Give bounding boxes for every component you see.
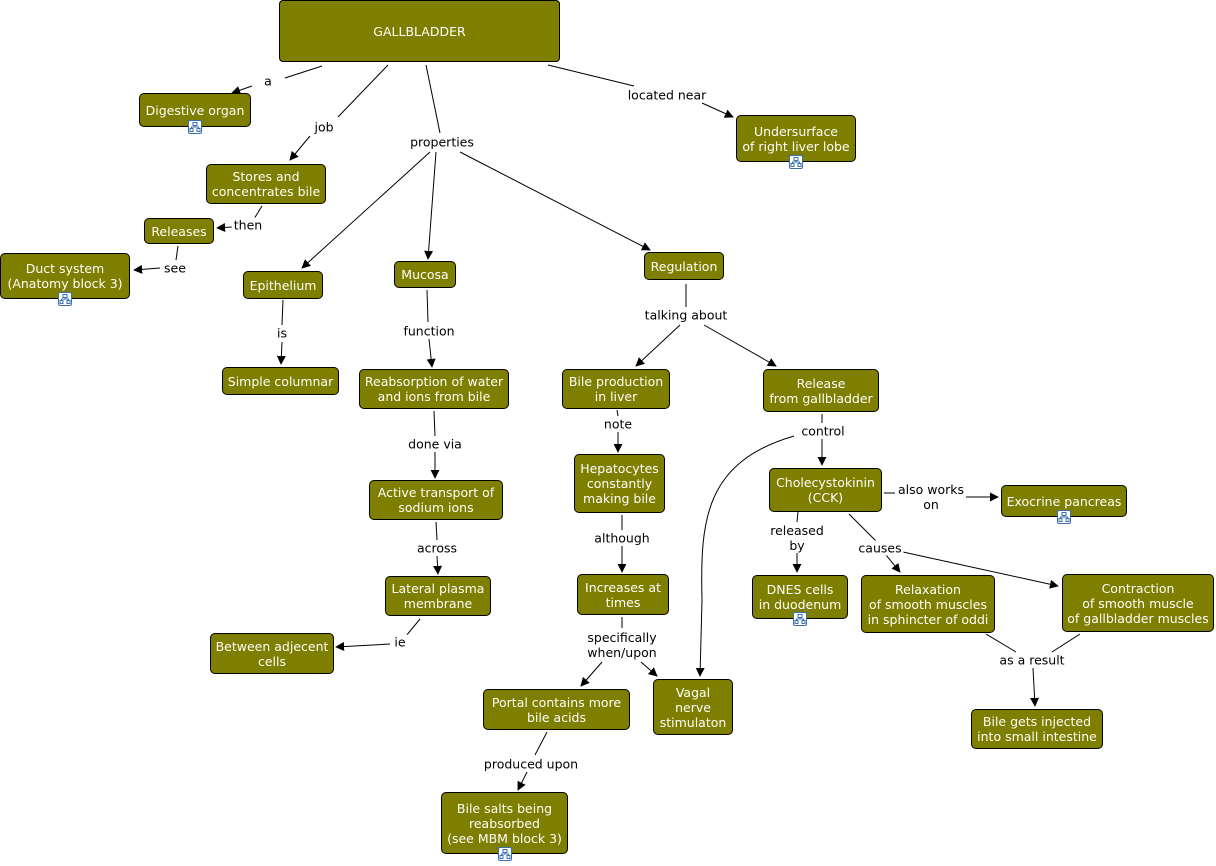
concept-digestive-organ[interactable]: Digestive organ (139, 93, 251, 134)
link-label-as-a-result: as a result (997, 652, 1067, 668)
concept-gallbladder[interactable]: GALLBLADDER (279, 0, 560, 62)
concept-vagal-nerve[interactable]: Vagal nerve stimulaton (653, 679, 733, 735)
concept-bile-injected[interactable]: Bile gets injected into small intestine (971, 709, 1103, 749)
concept-regulation[interactable]: Regulation (644, 252, 724, 280)
link-label-located-near: located near (625, 87, 709, 103)
concept-between-cells[interactable]: Between adjecent cells (210, 633, 334, 674)
concept-mucosa[interactable]: Mucosa (394, 261, 456, 288)
concept-simple-columnar[interactable]: Simple columnar (222, 367, 339, 395)
concept-hepatocytes[interactable]: Hepatocytes constantly making bile (574, 454, 665, 513)
concept-bile-salts-reabsorbed[interactable]: Bile salts being reabsorbed (see MBM blo… (441, 792, 568, 861)
concept-release-gallbladder[interactable]: Release from gallbladder (763, 369, 879, 412)
link-label-done-via: done via (406, 436, 464, 452)
concept-releases[interactable]: Releases (144, 218, 214, 244)
link-label-see: see (162, 260, 188, 276)
concept-stores-and-concentrates[interactable]: Stores and concentrates bile (206, 164, 326, 204)
link-label-note: note (601, 416, 635, 432)
concept-map-link-icon[interactable] (188, 120, 202, 134)
concept-exocrine-pancreas[interactable]: Exocrine pancreas (1001, 485, 1127, 524)
link-label-control: control (799, 423, 847, 439)
link-label-causes: causes (856, 540, 904, 556)
concept-map-link-icon[interactable] (789, 155, 803, 169)
concept-bile-production[interactable]: Bile production in liver (562, 369, 670, 409)
concept-epithelium[interactable]: Epithelium (243, 271, 323, 299)
concept-increases-at-times[interactable]: Increases at times (577, 574, 669, 615)
concept-relaxation-sphincter[interactable]: Relaxation of smooth muscles in sphincte… (861, 575, 995, 633)
link-label-produced-upon: produced upon (481, 756, 581, 772)
link-label-released-by: released by (768, 523, 826, 553)
concept-active-transport[interactable]: Active transport of sodium ions (369, 480, 503, 520)
link-label-job: job (312, 119, 336, 135)
link-label-is: is (275, 325, 289, 341)
concept-map-link-icon[interactable] (497, 847, 512, 861)
link-label-then: then (231, 217, 265, 233)
concept-map-link-icon[interactable] (1057, 510, 1071, 524)
link-label-properties: properties (408, 134, 476, 150)
concept-map-link-icon[interactable] (793, 612, 807, 626)
link-label-although: although (592, 530, 652, 546)
link-label-across: across (414, 540, 460, 556)
concept-map-link-icon[interactable] (58, 292, 72, 306)
concept-lateral-plasma-membrane[interactable]: Lateral plasma membrane (385, 576, 491, 616)
concept-reabsorption[interactable]: Reabsorption of water and ions from bile (359, 369, 509, 409)
concept-portal-bile-acids[interactable]: Portal contains more bile acids (483, 689, 630, 730)
link-label-talking-about: talking about (642, 307, 730, 323)
concept-dnes-cells[interactable]: DNES cells in duodenum (752, 575, 848, 626)
link-label-a: a (262, 73, 274, 89)
link-label-ie: ie (392, 634, 408, 650)
concept-contraction-gallbladder[interactable]: Contraction of smooth muscle of gallblad… (1062, 574, 1214, 632)
link-label-function: function (401, 323, 457, 339)
concept-duct-system[interactable]: Duct system (Anatomy block 3) (0, 253, 130, 306)
link-label-also-works-on: also works on (895, 482, 967, 512)
concept-cholecystokinin[interactable]: Cholecystokinin (CCK) (769, 468, 882, 512)
link-label-specifically-when-upon: specifically when/upon (585, 630, 659, 660)
concept-undersurface-liver[interactable]: Undersurface of right liver lobe (736, 115, 856, 169)
